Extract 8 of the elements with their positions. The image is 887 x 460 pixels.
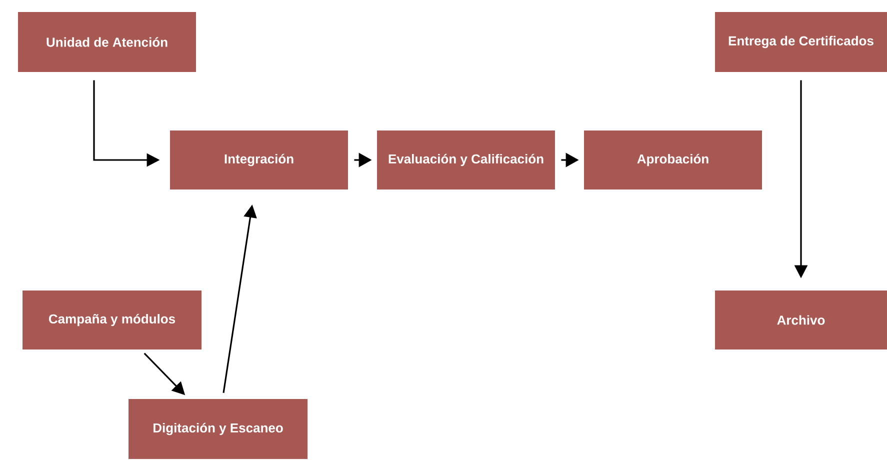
process-box: Entrega de Certificados xyxy=(715,12,887,72)
process-box: Unidad de Atención xyxy=(18,12,196,72)
process-box: Aprobación xyxy=(584,130,762,190)
process-box: Digitación y Escaneo xyxy=(128,399,308,459)
process-box: Evaluación y Calificación xyxy=(377,130,555,190)
process-box: Archivo xyxy=(715,290,887,350)
process-box: Integración xyxy=(170,130,348,190)
process-box: Campaña y módulos xyxy=(22,290,202,350)
